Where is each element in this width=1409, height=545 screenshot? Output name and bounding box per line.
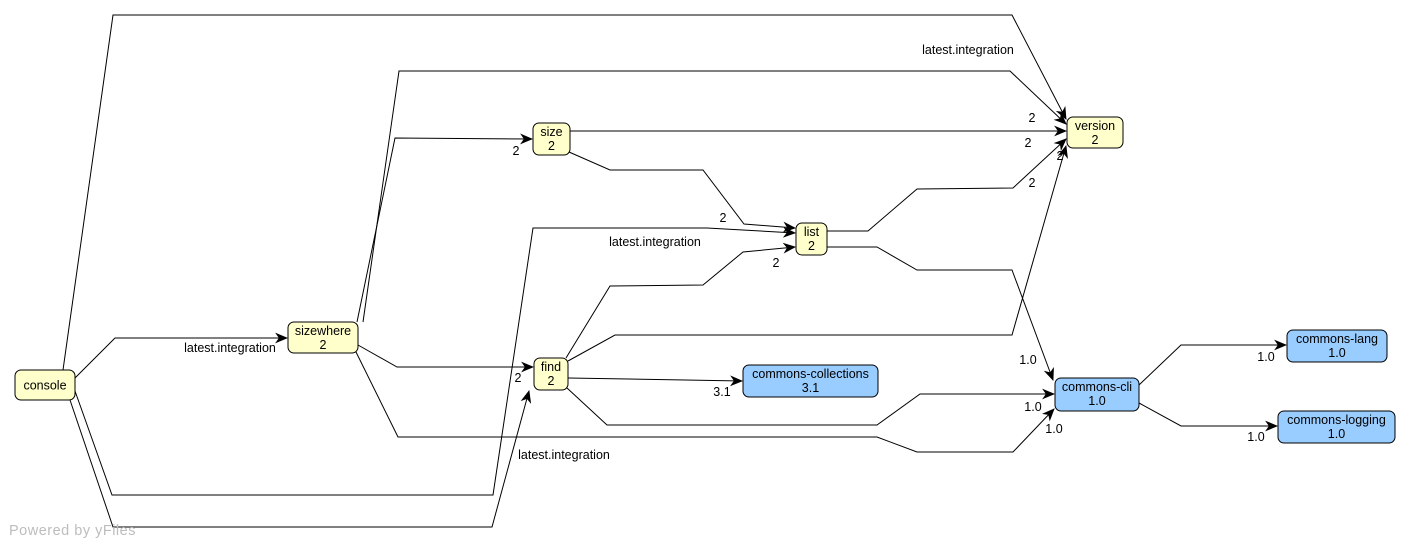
node-size-version: 2	[548, 139, 555, 153]
node-commons-logging-shape	[1277, 410, 1396, 444]
edge-label-console-to-sizewhere: latest.integration	[184, 341, 276, 355]
node-sizewhere-version: 2	[320, 338, 327, 352]
edge-label-find-to-commons-cli: 1.0	[1024, 400, 1041, 414]
node-size-shape	[532, 122, 571, 156]
edge-commons-cli-to-commons-lang	[1138, 339, 1288, 386]
edge-console-to-version	[62, 14, 1067, 371]
node-list-label: list	[804, 225, 820, 239]
node-commons-collections-label: commons-collections	[752, 367, 869, 381]
node-list-shape	[795, 222, 828, 256]
edge-sizewhere-to-version	[362, 70, 1067, 323]
edge-label-sizewhere-to-find: 2	[515, 371, 522, 385]
node-commons-cli-shape	[1054, 377, 1140, 412]
edge-sizewhere-to-commons-cli	[355, 351, 1055, 453]
node-version-version: 2	[1092, 133, 1099, 147]
edge-console-to-find	[69, 389, 532, 528]
node-commons-collections-version: 3.1	[802, 381, 819, 395]
edge-label-commons-cli-to-commons-logging: 1.0	[1247, 430, 1264, 444]
node-version-shape	[1066, 116, 1124, 149]
edge-label-find-to-commons-collections: 3.1	[713, 385, 730, 399]
node-list-version: 2	[808, 239, 815, 253]
edge-label-console-to-version: latest.integration	[922, 43, 1014, 57]
node-commons-cli-label: commons-cli	[1062, 380, 1132, 394]
node-sizewhere-shape	[287, 321, 359, 354]
edge-label-list-to-commons-cli: 1.0	[1019, 353, 1036, 367]
node-size-label: size	[540, 125, 562, 139]
node-find-shape	[533, 357, 569, 391]
edge-label-list-to-version: 2	[1029, 176, 1036, 190]
node-commons-logging-version: 1.0	[1328, 427, 1345, 441]
node-version-label: version	[1075, 119, 1115, 133]
edge-commons-cli-to-commons-logging	[1138, 402, 1279, 432]
edge-list-to-commons-cli	[827, 246, 1054, 382]
node-commons-logging-label: commons-logging	[1287, 413, 1386, 427]
edges-layer	[62, 14, 1288, 528]
node-sizewhere-label: sizewhere	[295, 324, 351, 338]
edge-label-find-to-list: 2	[773, 256, 780, 270]
edge-find-to-list	[565, 242, 797, 359]
edge-label-size-to-list: 2	[720, 211, 727, 225]
edge-console-to-list	[74, 226, 797, 496]
edge-list-to-version	[827, 138, 1067, 232]
edge-label-console-to-list: latest.integration	[609, 235, 701, 249]
edge-find-to-commons-collections	[567, 375, 744, 387]
edge-find-to-commons-cli	[566, 387, 1056, 426]
node-find-version: 2	[548, 374, 555, 388]
edge-label-find-to-version: 2	[1057, 149, 1064, 163]
powered-by-yfiles-watermark: Powered by yFiles	[9, 523, 136, 539]
edge-size-to-list	[568, 151, 797, 233]
node-commons-lang-shape	[1286, 329, 1388, 363]
nodes-layer: consolesizewhere2size2list2find2version2…	[14, 116, 1396, 444]
node-console-shape	[14, 369, 76, 401]
edge-label-size-to-version: 2	[1025, 136, 1032, 150]
node-commons-collections-shape	[742, 364, 879, 398]
edge-console-to-sizewhere	[74, 332, 289, 379]
edge-sizewhere-to-size	[356, 133, 534, 323]
edge-label-console-to-find: latest.integration	[518, 448, 610, 462]
node-commons-cli-version: 1.0	[1088, 394, 1105, 408]
node-commons-lang-version: 1.0	[1328, 346, 1345, 360]
node-find-label: find	[541, 360, 561, 374]
edge-label-commons-cli-to-commons-lang: 1.0	[1257, 350, 1274, 364]
edge-label-sizewhere-to-commons-cli: 1.0	[1045, 422, 1062, 436]
edge-label-sizewhere-to-size: 2	[513, 144, 520, 158]
edge-label-sizewhere-to-version: 2	[1029, 111, 1036, 125]
edge-labels-layer: latest.integration latest.integration late…	[184, 43, 1275, 462]
node-console-label: console	[23, 379, 66, 393]
node-console[interactable]: console	[14, 369, 76, 401]
edge-sizewhere-to-find	[357, 344, 535, 373]
edge-find-to-version	[567, 144, 1068, 362]
node-commons-lang-label: commons-lang	[1296, 332, 1378, 346]
